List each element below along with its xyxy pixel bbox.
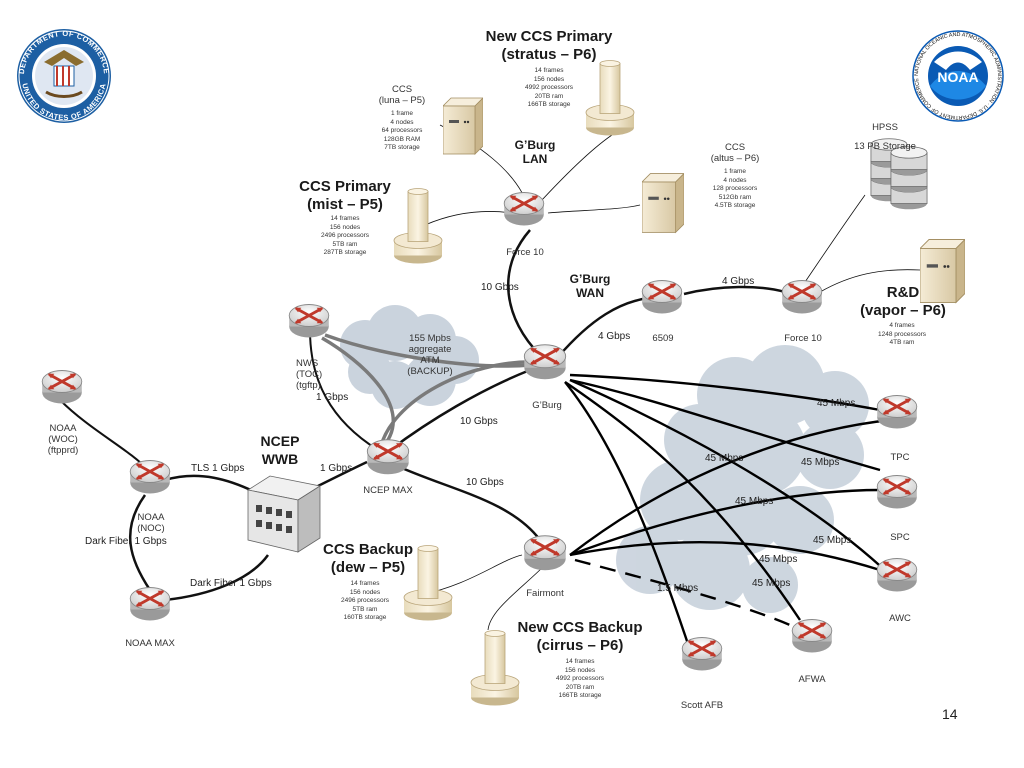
router-6509 <box>640 279 684 315</box>
router-scott-afb <box>680 636 724 672</box>
stratus-tower <box>585 60 635 136</box>
router-6509-label: 6509 <box>652 333 674 344</box>
router-gburg-label: G’Burg <box>532 400 562 411</box>
ncep-building <box>246 475 322 553</box>
router-force10-wan <box>780 279 824 315</box>
router-fairmont-label: Fairmont <box>526 588 564 599</box>
link-ncep-fairmont-label: 10 Gbps <box>466 477 504 488</box>
link-45a-label: 45 Mbps <box>817 398 856 409</box>
wan-cloud <box>616 345 869 613</box>
router-ncep-max-label: NCEP MAX <box>363 485 413 496</box>
atm-backup-links <box>321 333 536 452</box>
link-15-label: 1.5 Mbps <box>657 583 699 594</box>
network-links <box>59 124 921 631</box>
link-tls-label: TLS 1 Gbps <box>191 463 245 474</box>
link-45c-label: 45 Mbps <box>801 457 840 468</box>
router-afwa <box>790 618 834 654</box>
router-nws <box>287 303 331 339</box>
luna-server <box>443 97 483 155</box>
new-ccs-primary-title: New CCS Primary (stratus – P6) <box>479 28 619 64</box>
link-45e-label: 45 Mbps <box>813 535 852 546</box>
router-awc <box>875 557 919 593</box>
noaa-logo: NOAA NATIONAL OCEANIC AND ATMOSPHERIC AD… <box>912 30 1004 122</box>
stratus-title-2: (stratus – P6) <box>501 46 597 63</box>
ccs-primary-title: CCS Primary(mist – P5) <box>299 178 391 213</box>
link-45f-label: 45 Mbps <box>759 554 798 565</box>
altus-server <box>642 173 684 233</box>
doc-seal: DEPARTMENT OF COMMERCE UNITED STATES OF … <box>17 29 111 123</box>
router-tpc-label: TPC <box>890 452 910 463</box>
router-noaa-woc-label: NOAA(WOC)(ftpprd) <box>47 423 79 456</box>
link-45d-label: 45 Mbps <box>735 496 774 507</box>
link-dark1-label: Dark Fiber 1 Gbps <box>85 536 167 547</box>
router-awc-label: AWC <box>889 613 911 624</box>
router-force10-lan-label: Force 10 <box>506 247 544 258</box>
router-fairmont <box>522 534 568 572</box>
altus-label: CCS(altus – P6) <box>710 142 760 164</box>
router-noaa-noc <box>128 459 172 495</box>
link-ncep-wwb-label: 1 Gbps <box>320 463 353 474</box>
router-nws-label: NWS(TOC)(tgftp) <box>296 358 323 391</box>
router-afwa-label: AFWA <box>798 674 826 685</box>
router-tpc <box>875 394 919 430</box>
link-gburg-6509-label: 4 Gbps <box>598 331 631 342</box>
router-ncep-max <box>365 438 411 476</box>
link-dark2-label: Dark Fiber 1 Gbps <box>190 578 272 589</box>
new-ccs-backup-title: New CCS Backup(cirrus – P6) <box>517 619 643 654</box>
mist-tower <box>393 188 443 264</box>
router-noaa-woc <box>40 369 84 405</box>
router-force10-lan <box>502 191 546 227</box>
router-scott-label: Scott AFB <box>680 700 724 711</box>
link-45b-label: 45 Mbps <box>705 453 744 464</box>
link-lan-wan-label: 10 Gbps <box>481 282 519 293</box>
luna-label: CCS(luna – P5) <box>378 84 426 106</box>
wan-links <box>564 373 891 651</box>
ccs-backup-title: CCS Backup(dew – P5) <box>322 541 414 576</box>
rd-title: R&D(vapor – P6) <box>860 284 946 319</box>
router-noaa-noc-label: NOAA(NOC) <box>137 512 165 534</box>
link-6509-force10-label: 4 Gbps <box>722 276 755 287</box>
router-noaa-max-label: NOAA MAX <box>125 638 175 649</box>
page-number: 14 <box>942 706 958 722</box>
stratus-title-1: New CCS Primary <box>485 28 613 45</box>
router-spc <box>875 474 919 510</box>
link-45g-label: 45 Mbps <box>752 578 791 589</box>
router-gburg <box>522 343 568 381</box>
link-gburg-ncep-label: 10 Gbps <box>460 416 498 427</box>
router-noaa-max <box>128 586 172 622</box>
svg-text:NOAA: NOAA <box>937 69 978 85</box>
dashed-link <box>574 558 791 627</box>
link-nws-ncep-label: 1 Gbps <box>316 392 349 403</box>
router-force10-wan-label: Force 10 <box>784 333 822 344</box>
router-spc-label: SPC <box>890 532 910 543</box>
